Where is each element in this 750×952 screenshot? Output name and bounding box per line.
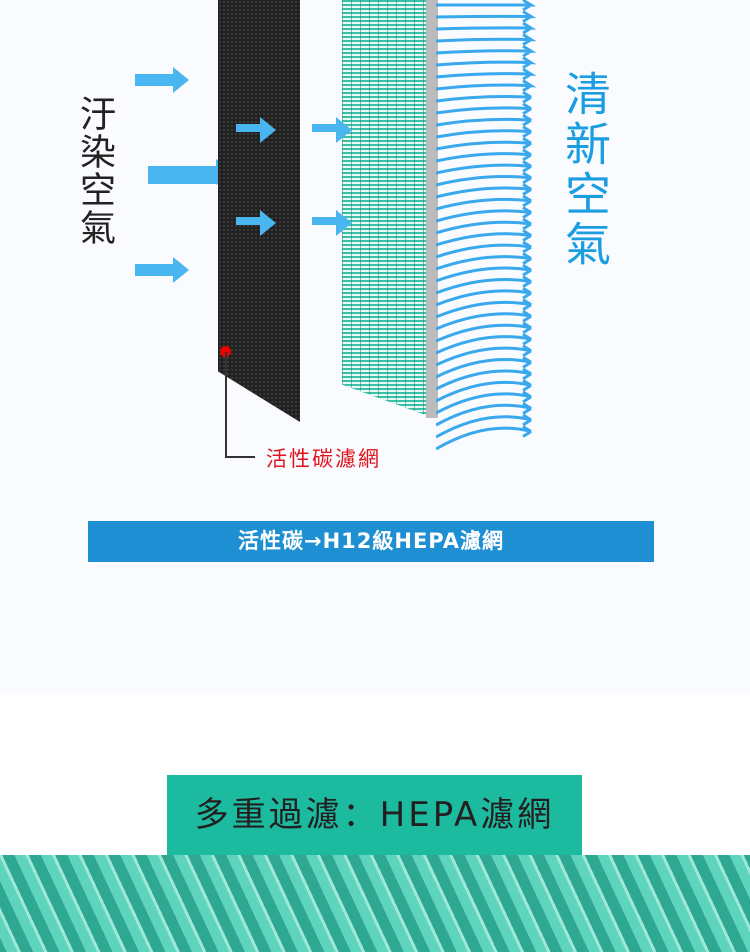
airflow-line (436, 160, 532, 175)
filter-frame (426, 0, 438, 418)
airflow-line (436, 90, 532, 104)
airflow-line (436, 344, 532, 367)
airflow-line (436, 321, 532, 343)
airflow-line (436, 67, 537, 81)
airflow-line (436, 33, 537, 46)
callout-dot (220, 346, 231, 357)
airflow-line (436, 171, 532, 187)
airflow-line (436, 252, 532, 271)
airflow-line (436, 298, 532, 319)
airflow-line (436, 413, 532, 439)
airflow-line (436, 56, 537, 69)
airflow-line (436, 148, 532, 163)
airflow-line (436, 0, 537, 12)
airflow-line (436, 425, 532, 451)
airflow-line (436, 402, 532, 427)
airflow-line (436, 102, 532, 116)
polluted-air-label: 汙染空氣 (74, 95, 115, 247)
airflow-line (436, 275, 532, 295)
airflow-line (436, 390, 532, 415)
airflow-line (436, 137, 532, 151)
airflow-line (436, 183, 532, 199)
activated-carbon-filter (218, 0, 300, 422)
callout-line (225, 352, 255, 458)
filter-sequence-bar: 活性碳→H12級HEPA濾網 (88, 521, 654, 562)
clean-airflow-icon (436, 0, 537, 451)
airflow-line (436, 229, 532, 247)
airflow-line (436, 10, 537, 23)
hepa-closeup-photo (0, 855, 750, 952)
airflow-line (436, 21, 537, 35)
arrow-icon (312, 117, 352, 143)
arrow-icon (135, 257, 189, 283)
arrow-icon (236, 210, 276, 236)
clean-air-label: 清新空氣 (558, 70, 612, 270)
arrow-icon (148, 159, 232, 185)
arrow-icon (236, 117, 276, 143)
section-banner: 多重過濾：HEPA濾網 (167, 775, 582, 855)
airflow-line (436, 286, 532, 307)
airflow-line (436, 356, 532, 379)
airflow-line (436, 240, 532, 259)
airflow-line (436, 206, 532, 223)
airflow-line (436, 44, 537, 58)
airflow-line (436, 79, 537, 92)
arrow-icon (135, 67, 189, 93)
filter-diagram: 汙染空氣 清新空氣 活性碳濾網 活性碳→H12級HEPA濾網 (74, 0, 654, 562)
airflow-line (436, 309, 532, 331)
hepa-filter (342, 0, 434, 418)
airflow-line (436, 217, 532, 235)
airflow-line (436, 379, 532, 403)
airflow-line (436, 125, 532, 139)
airflow-line (436, 332, 532, 355)
airflow-line (436, 263, 532, 283)
carbon-filter-callout: 活性碳濾網 (266, 447, 381, 471)
arrow-icon (312, 210, 352, 236)
airflow-line (436, 367, 532, 391)
airflow-line (436, 194, 532, 211)
airflow-line (436, 113, 532, 127)
